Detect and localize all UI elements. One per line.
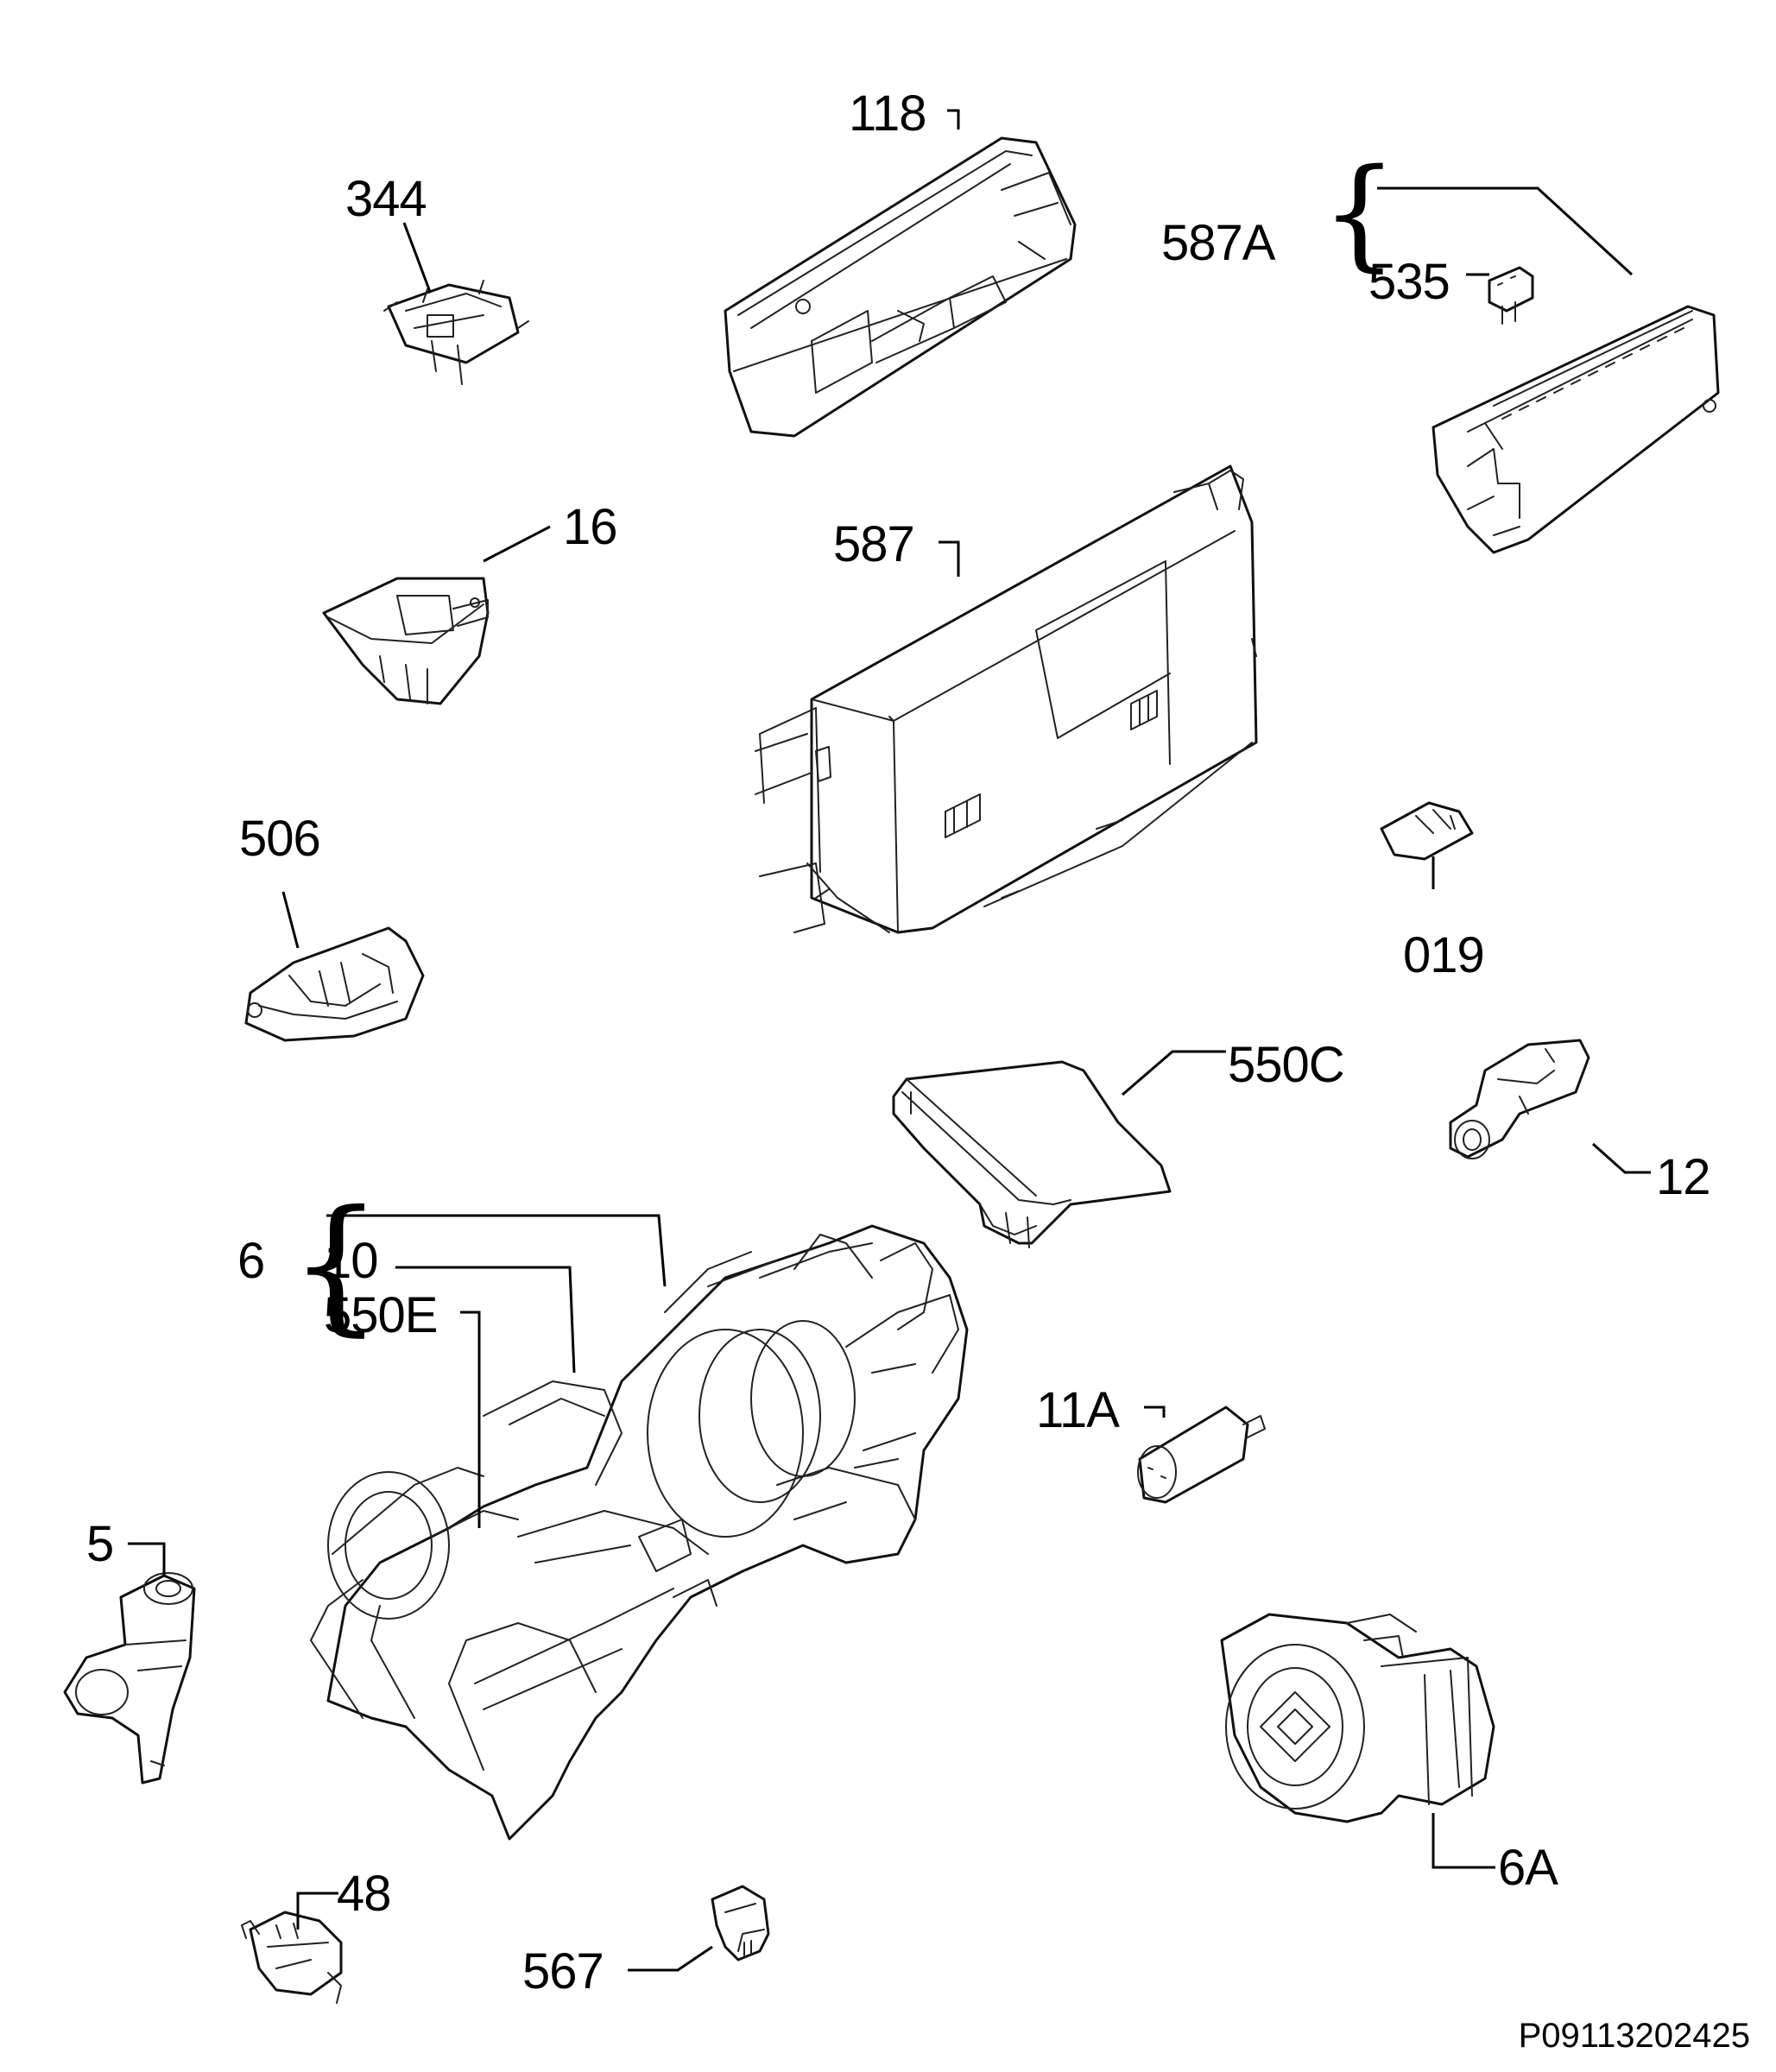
label-16: 16 (563, 499, 618, 555)
label-550C: 550C (1228, 1037, 1345, 1093)
part-019-connector (1380, 801, 1474, 861)
part-344-door-lock (383, 280, 529, 385)
label-11A: 11A (1036, 1382, 1120, 1438)
brace-587A: { (1321, 143, 1399, 284)
label-12: 12 (1656, 1149, 1711, 1205)
part-587A-control-board (1432, 305, 1720, 554)
label-550E: 550E (324, 1287, 438, 1343)
label-6A: 6A (1498, 1840, 1558, 1896)
label-587: 587 (833, 516, 915, 572)
part-12-sensor (1449, 1039, 1590, 1159)
label-5: 5 (86, 1516, 114, 1572)
label-344: 344 (345, 171, 427, 227)
part-5-inlet-valve (63, 1572, 196, 1785)
label-567: 567 (522, 1943, 604, 1999)
label-019: 019 (1403, 927, 1485, 983)
part-550C-cover (892, 1060, 1172, 1248)
label-118: 118 (849, 85, 926, 142)
part-48-sensor (241, 1911, 343, 2004)
part-535-connector (1488, 266, 1534, 325)
label-535: 535 (1368, 254, 1451, 310)
diagram-reference-code: P09113202425 (1518, 2017, 1750, 2055)
part-16-lock (322, 577, 490, 705)
label-6: 6 (237, 1233, 265, 1289)
brace-6: { (289, 1179, 383, 1350)
label-10: 10 (324, 1233, 379, 1289)
part-587-main-module (755, 464, 1258, 934)
part-567-clip (711, 1885, 770, 1961)
label-587A: 587A (1161, 215, 1275, 271)
label-48: 48 (337, 1866, 392, 1922)
label-506: 506 (239, 811, 321, 867)
part-506-latch (244, 926, 425, 1042)
part-6-pump-assembly (310, 1224, 969, 1841)
part-11A-capacitor (1137, 1406, 1266, 1504)
leader-lines (128, 109, 1651, 1972)
part-118-dispenser (724, 136, 1077, 438)
part-6A-drain-pump (1220, 1613, 1495, 1823)
